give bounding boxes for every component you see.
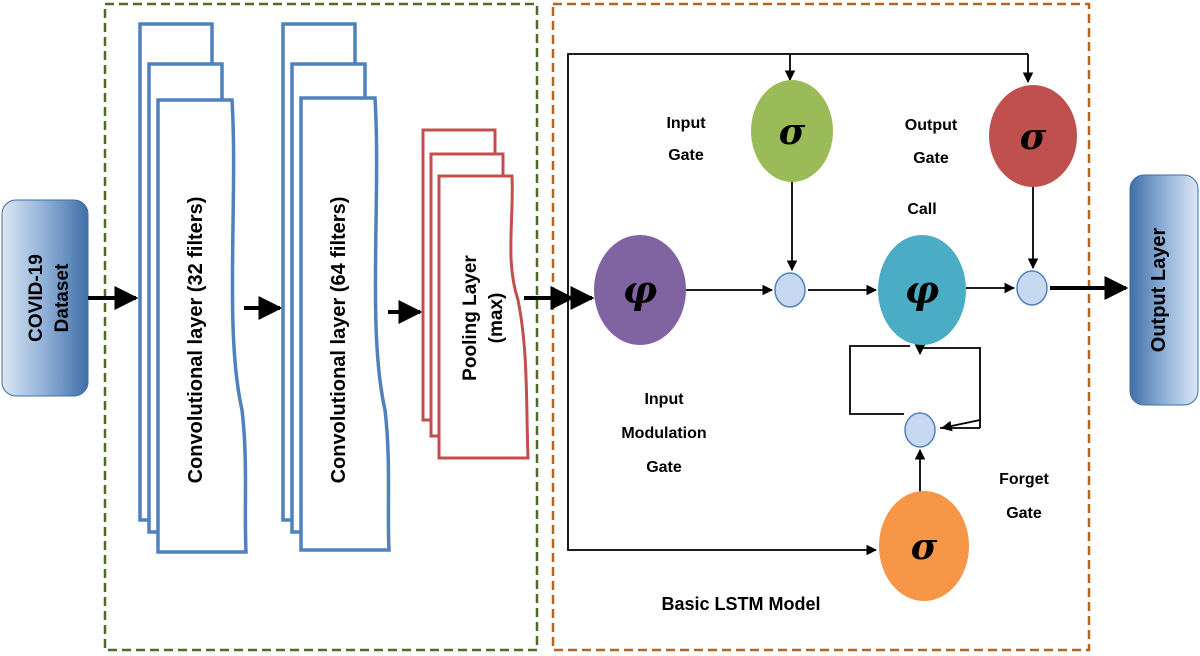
pointwise-node-forget bbox=[904, 412, 936, 448]
forget-gate-symbol: σ bbox=[911, 526, 938, 568]
output-gate-symbol: σ bbox=[1020, 116, 1047, 158]
modulation-label-2: Modulation bbox=[621, 425, 706, 442]
dataset-label-1: COVID-19 bbox=[26, 254, 47, 342]
conv-layer-2-stack: Convolutional layer (64 filters) bbox=[281, 22, 391, 552]
lstm-dashed-box bbox=[551, 2, 1091, 652]
pool-label-2: (max) bbox=[486, 293, 507, 344]
modulation-label-1: Input bbox=[644, 391, 684, 408]
input-modulation-gate: φ bbox=[594, 235, 686, 345]
input-gate-label-1: Input bbox=[666, 115, 706, 132]
pooling-layer-stack: Pooling Layer (max) bbox=[421, 128, 530, 460]
input-gate-label-2: Gate bbox=[668, 147, 704, 164]
conv-layer-1-stack: Convolutional layer (32 filters) bbox=[138, 22, 248, 554]
conv2-label: Convolutional layer (64 filters) bbox=[328, 197, 350, 484]
forget-gate-label-1: Forget bbox=[999, 471, 1049, 488]
output-gate-label-1: Output bbox=[905, 117, 958, 134]
cnn-dashed-box bbox=[103, 2, 539, 652]
dataset-label-2: Dataset bbox=[52, 263, 73, 332]
forget-gate-label-2: Gate bbox=[1006, 505, 1042, 522]
lstm-title: Basic LSTM Model bbox=[661, 594, 820, 614]
lstm-wiring bbox=[567, 53, 1039, 556]
pointwise-node-input bbox=[774, 272, 806, 308]
pool-label-1: Pooling Layer bbox=[460, 255, 481, 381]
loop-arrow-right bbox=[940, 419, 981, 432]
output-layer-label: Output Layer bbox=[1148, 228, 1170, 353]
cell-symbol: φ bbox=[905, 267, 939, 312]
cell-node: φ bbox=[878, 235, 966, 345]
modulation-symbol: φ bbox=[623, 267, 657, 312]
forget-gate: σ bbox=[879, 491, 969, 601]
cell-label: Call bbox=[907, 201, 936, 218]
output-layer-block: Output Layer bbox=[1129, 174, 1199, 406]
pointwise-node-output bbox=[1016, 270, 1048, 306]
modulation-label-3: Gate bbox=[646, 459, 682, 476]
input-gate: σ bbox=[751, 80, 833, 182]
input-gate-symbol: σ bbox=[779, 111, 806, 153]
conv1-label: Convolutional layer (32 filters) bbox=[185, 197, 207, 484]
output-gate-label-2: Gate bbox=[913, 150, 949, 167]
dataset-block: COVID-19 Dataset bbox=[1, 199, 89, 397]
output-gate: σ bbox=[989, 85, 1077, 187]
